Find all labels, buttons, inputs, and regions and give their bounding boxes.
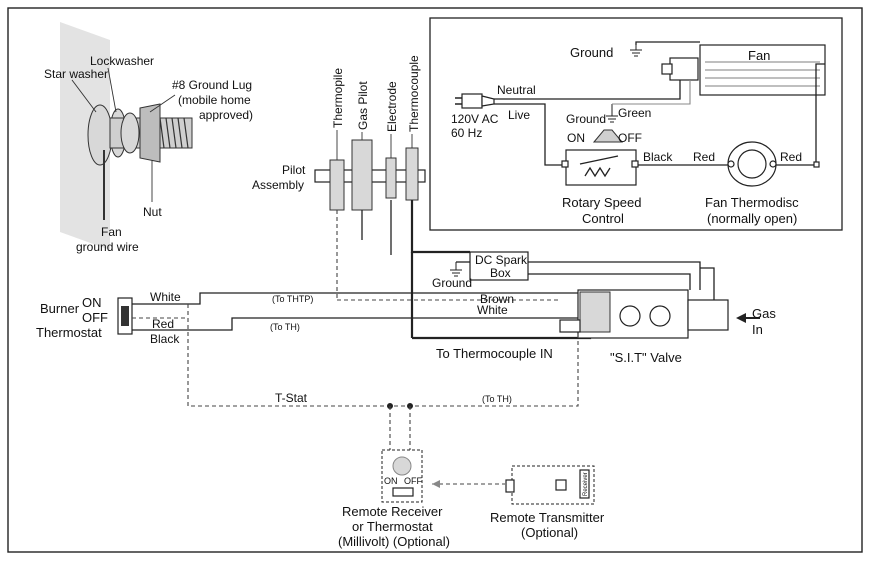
- label-to-th: (To TH): [270, 322, 300, 332]
- label-black: Black: [643, 150, 673, 164]
- label-on-rotary: ON: [567, 131, 585, 145]
- label-black-wire: Black: [150, 332, 180, 346]
- label-tstat: T-Stat: [275, 391, 308, 405]
- ground-symbol-spark: [450, 262, 462, 277]
- label-on-switch: ON: [82, 295, 102, 310]
- thermopile-part: [329, 159, 345, 211]
- label-ground-lug-3: approved): [199, 108, 253, 122]
- label-live: Live: [508, 108, 530, 122]
- label-remote-transmitter-2: (Optional): [521, 525, 578, 540]
- fan-part: [661, 44, 826, 96]
- label-neutral: Neutral: [497, 83, 536, 97]
- label-120v: 120V AC: [451, 112, 499, 126]
- valve-knob-left: [619, 305, 641, 327]
- thermocouple-part: [405, 147, 419, 201]
- label-spark-box: Box: [490, 266, 511, 280]
- label-burner: Burner: [40, 301, 80, 316]
- ground-lug-detail: [60, 22, 193, 250]
- ground-lug-part: [120, 112, 140, 154]
- burner-switch: [117, 297, 133, 335]
- label-spark: DC Spark: [475, 253, 528, 267]
- label-receiver-on: ON: [384, 476, 398, 486]
- label-ground-spark: Ground: [432, 276, 472, 290]
- label-thermopile: Thermopile: [331, 68, 345, 128]
- rotary-speed-control: [561, 129, 639, 186]
- label-nut: Nut: [143, 205, 162, 219]
- label-thermostat: Thermostat: [36, 325, 102, 340]
- label-electrode: Electrode: [385, 81, 399, 132]
- label-star-washer: Star washer: [44, 67, 108, 81]
- label-ground-switch: Ground: [566, 112, 606, 126]
- fan-thermodisc: [727, 141, 777, 187]
- label-red-1: Red: [693, 150, 715, 164]
- label-remote-receiver-2: or Thermostat: [352, 519, 433, 534]
- label-fan-ground-2: ground wire: [76, 240, 139, 254]
- valve-knob-right: [649, 305, 671, 327]
- label-pilot: Pilot: [282, 163, 306, 177]
- label-transmitter-tag: Receiver: [583, 472, 589, 496]
- label-to-thtp: (To THTP): [272, 294, 313, 304]
- label-thermodisc: Fan Thermodisc: [705, 195, 799, 210]
- label-remote-receiver: Remote Receiver: [342, 504, 443, 519]
- label-green: Green: [618, 106, 651, 120]
- label-white-wire: White: [150, 290, 181, 304]
- label-ground-lug: #8 Ground Lug: [172, 78, 252, 92]
- dc-spark-box: [469, 251, 529, 281]
- ac-plug: [455, 93, 495, 109]
- label-thermodisc-2: (normally open): [707, 211, 797, 226]
- label-60hz: 60 Hz: [451, 126, 482, 140]
- remote-transmitter: [505, 465, 595, 505]
- star-washer-part: [87, 104, 113, 166]
- label-to-th-2: (To TH): [482, 394, 512, 404]
- label-red-2: Red: [780, 150, 802, 164]
- label-ground-fan: Ground: [570, 45, 613, 60]
- nut-part: [139, 103, 161, 163]
- sit-valve: [559, 289, 729, 339]
- ground-symbol-switch: [606, 104, 618, 123]
- electrode-part: [385, 157, 397, 199]
- label-pilot-assembly: Assembly: [252, 178, 304, 192]
- label-gas-in: In: [752, 322, 763, 337]
- label-to-thermocouple: To Thermocouple IN: [436, 346, 553, 361]
- stud-threads: [159, 117, 189, 149]
- signal-arrow: [432, 480, 440, 488]
- label-fan-ground: Fan: [101, 225, 122, 239]
- mounting-wall: [60, 22, 110, 250]
- ground-symbol-fan: [630, 45, 642, 57]
- label-gas-pilot: Gas Pilot: [356, 81, 370, 130]
- fan-circuit-frame: [429, 17, 843, 231]
- label-brown: Brown: [480, 292, 514, 306]
- label-red-wire: Red: [152, 317, 174, 331]
- label-white-valve: White: [477, 303, 508, 317]
- label-rotary-control: Control: [582, 211, 624, 226]
- label-remote-receiver-3: (Millivolt) (Optional): [338, 534, 450, 549]
- label-off-switch: OFF: [82, 310, 108, 325]
- label-gas: Gas: [752, 306, 776, 321]
- gas-pilot-part: [351, 139, 373, 211]
- label-sit-valve: "S.I.T" Valve: [610, 350, 682, 365]
- label-rotary-speed: Rotary Speed: [562, 195, 642, 210]
- gas-inlet: [687, 299, 729, 331]
- outer-frame: [7, 7, 863, 553]
- label-off-rotary: OFF: [618, 131, 642, 145]
- receiver-switch: [392, 487, 414, 497]
- label-receiver-off: OFF: [404, 476, 422, 486]
- rotary-knob: [592, 129, 624, 143]
- label-ground-lug-2: (mobile home: [178, 93, 251, 107]
- gas-in-arrow: [736, 313, 746, 323]
- remote-receiver: [381, 449, 423, 503]
- label-thermocouple: Thermocouple: [407, 55, 421, 132]
- label-fan: Fan: [748, 48, 770, 63]
- label-remote-transmitter: Remote Transmitter: [490, 510, 605, 525]
- pilot-assembly: [314, 130, 426, 211]
- fan-motor: [669, 57, 699, 81]
- label-lockwasher: Lockwasher: [90, 54, 154, 68]
